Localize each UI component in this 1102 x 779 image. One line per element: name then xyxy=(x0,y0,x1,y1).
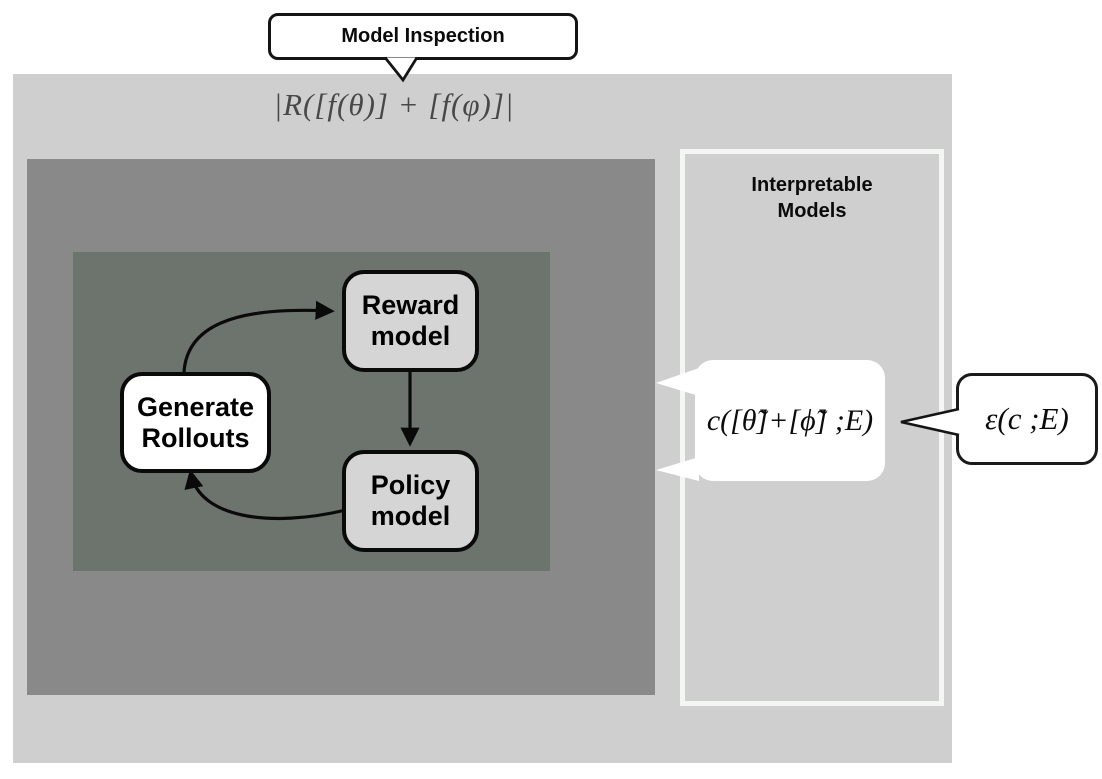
generate-node-line2: Rollouts xyxy=(141,422,250,453)
concept-formula: c([θ̃]+[ϕ̃] ;E) xyxy=(706,403,874,437)
reward-node-line2: model xyxy=(370,321,451,351)
policy-node-line1: Policy xyxy=(370,470,451,501)
concept-formula-bubble: c([θ̃]+[ϕ̃] ;E) xyxy=(695,360,885,481)
panel-title-line1: Interpretable xyxy=(751,174,873,196)
model-inspection-label: Model Inspection xyxy=(341,25,505,47)
error-formula-bubble: ε(c ;E) xyxy=(956,373,1098,465)
reward-model-formula: |R([f(θ)] + [f(φ)]| xyxy=(273,87,515,122)
generate-rollouts-node: Generate Rollouts xyxy=(120,372,271,473)
policy-node-line2: model xyxy=(370,501,451,531)
panel-title-line2: Models xyxy=(777,200,847,222)
reward-node-line1: Reward xyxy=(361,290,460,321)
generate-node-line1: Generate xyxy=(136,391,255,422)
reward-model-node: Reward model xyxy=(342,270,479,372)
model-inspection-callout: Model Inspection xyxy=(268,13,578,60)
error-formula: ε(c ;E) xyxy=(985,401,1069,436)
policy-model-node: Policy model xyxy=(342,450,479,552)
interpretable-models-title: Interpretable Models xyxy=(685,172,939,224)
